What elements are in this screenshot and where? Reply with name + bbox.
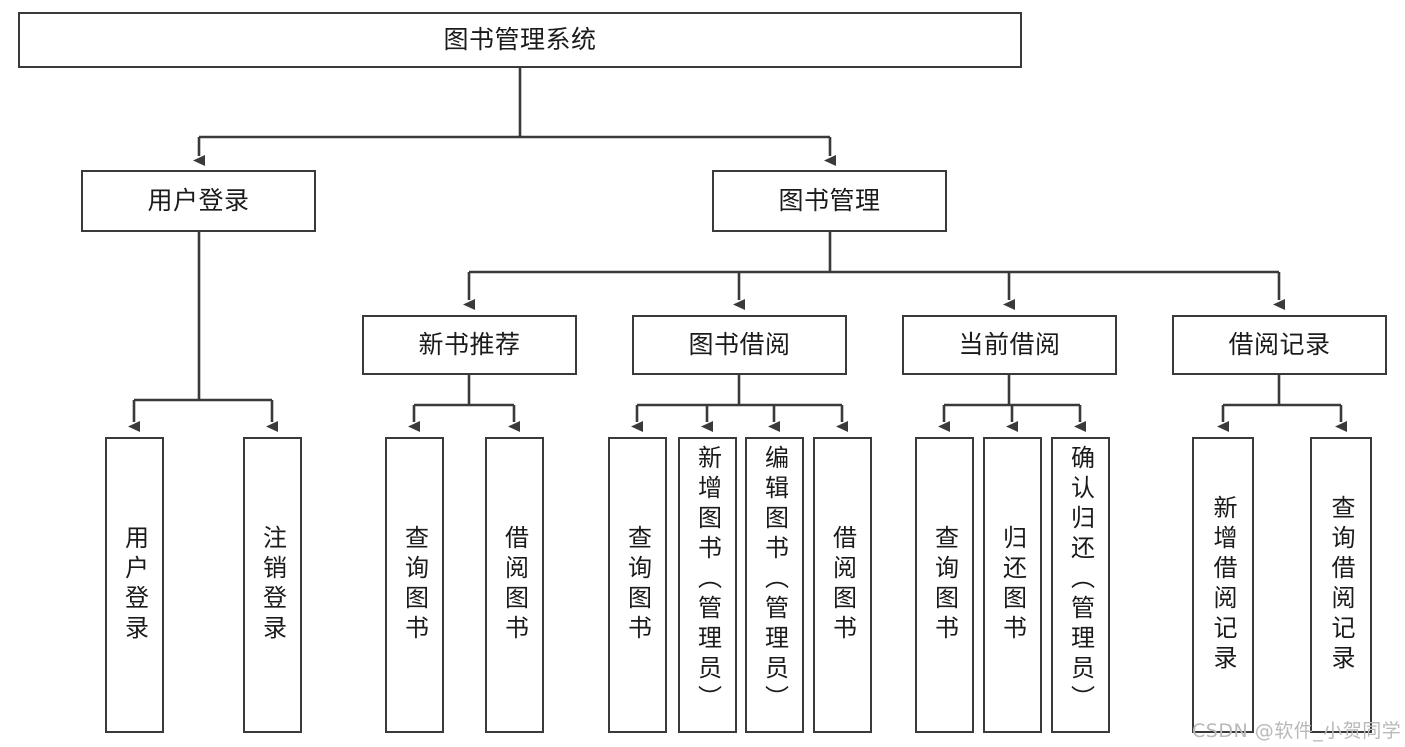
node-leaf-add-record-label: 新增借阅记录 xyxy=(1209,495,1237,675)
node-root-label: 图书管理系统 xyxy=(443,24,597,54)
node-leaf-user-logout-label: 注销登录 xyxy=(258,525,287,645)
node-leaf-query-book-cur[interactable]: 查询图书 xyxy=(915,437,974,733)
node-leaf-query-book-borrow[interactable]: 查询图书 xyxy=(608,437,667,733)
node-user-login[interactable]: 用户登录 xyxy=(81,170,316,232)
node-leaf-return-book[interactable]: 归还图书 xyxy=(983,437,1042,733)
csdn-watermark: CSDN @软件_小贺同学 xyxy=(1192,720,1402,742)
node-book-borrow[interactable]: 图书借阅 xyxy=(632,315,847,375)
node-leaf-confirm-return[interactable]: 确认归还（管理员） xyxy=(1051,437,1110,733)
node-leaf-user-login[interactable]: 用户登录 xyxy=(105,437,164,733)
node-leaf-add-book[interactable]: 新增图书（管理员） xyxy=(678,437,737,733)
node-leaf-query-record-label: 查询借阅记录 xyxy=(1327,495,1355,675)
node-leaf-borrow-book-rec[interactable]: 借阅图书 xyxy=(485,437,544,733)
node-leaf-edit-book-label: 编辑图书（管理员） xyxy=(760,445,789,715)
node-leaf-return-book-label: 归还图书 xyxy=(998,525,1027,645)
node-leaf-query-record[interactable]: 查询借阅记录 xyxy=(1310,437,1372,733)
node-new-book-rec-label: 新书推荐 xyxy=(418,329,521,359)
node-new-book-rec[interactable]: 新书推荐 xyxy=(362,315,577,375)
node-root[interactable]: 图书管理系统 xyxy=(18,12,1022,68)
node-leaf-add-book-label: 新增图书（管理员） xyxy=(693,445,722,715)
node-leaf-query-book-rec-label: 查询图书 xyxy=(400,525,429,645)
node-leaf-query-book-cur-label: 查询图书 xyxy=(930,525,959,645)
node-user-login-label: 用户登录 xyxy=(147,185,250,215)
node-leaf-borrow-book-label: 借阅图书 xyxy=(828,525,857,645)
node-borrow-record[interactable]: 借阅记录 xyxy=(1172,315,1387,375)
node-book-manage[interactable]: 图书管理 xyxy=(712,170,947,232)
node-leaf-user-login-label: 用户登录 xyxy=(120,525,149,645)
node-current-borrow-label: 当前借阅 xyxy=(958,329,1061,359)
node-leaf-edit-book[interactable]: 编辑图书（管理员） xyxy=(745,437,804,733)
node-book-borrow-label: 图书借阅 xyxy=(688,329,791,359)
node-leaf-add-record[interactable]: 新增借阅记录 xyxy=(1192,437,1254,733)
node-leaf-query-book-rec[interactable]: 查询图书 xyxy=(385,437,444,733)
node-leaf-user-logout[interactable]: 注销登录 xyxy=(243,437,302,733)
node-leaf-query-book-borrow-label: 查询图书 xyxy=(623,525,652,645)
node-leaf-borrow-book-rec-label: 借阅图书 xyxy=(500,525,529,645)
node-leaf-borrow-book[interactable]: 借阅图书 xyxy=(813,437,872,733)
node-borrow-record-label: 借阅记录 xyxy=(1228,329,1331,359)
node-current-borrow[interactable]: 当前借阅 xyxy=(902,315,1117,375)
node-leaf-confirm-return-label: 确认归还（管理员） xyxy=(1066,445,1095,715)
node-book-manage-label: 图书管理 xyxy=(778,185,881,215)
